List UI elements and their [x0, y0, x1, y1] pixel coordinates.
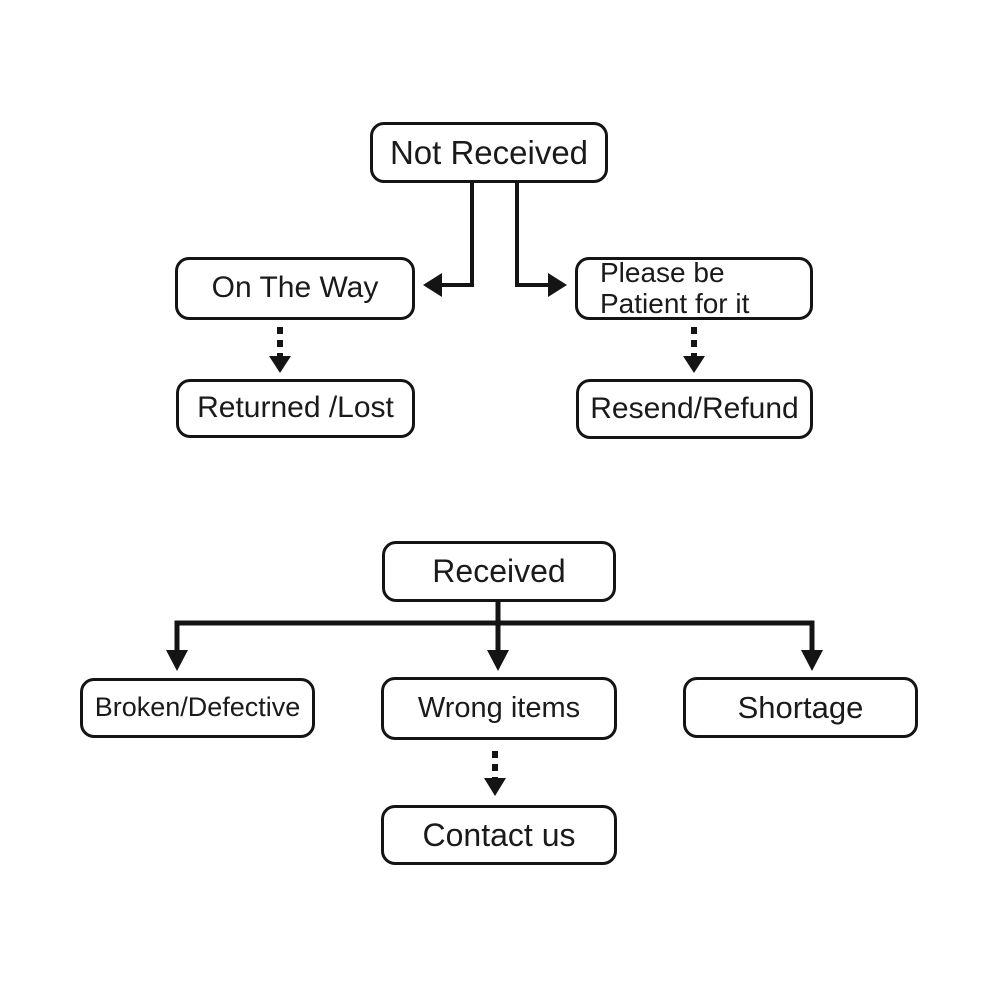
edge-on-the-way-to-returned-lost	[269, 327, 291, 373]
node-on-the-way: On The Way	[175, 257, 415, 320]
node-wrong-items: Wrong items	[381, 677, 617, 740]
edge-not-received-to-please-be-patient	[515, 183, 567, 297]
node-not-received: Not Received	[370, 122, 608, 183]
node-shortage: Shortage	[683, 677, 918, 738]
edge-please-be-patient-to-resend-refund	[683, 327, 705, 373]
node-returned-lost: Returned /Lost	[176, 379, 415, 438]
node-received: Received	[382, 541, 616, 602]
edge-not-received-to-on-the-way	[423, 183, 474, 297]
edge-received-to-wrong-items	[487, 602, 509, 671]
edge-received-to-broken-defective	[166, 620, 498, 671]
node-resend-refund: Resend/Refund	[576, 379, 813, 439]
edge-received-to-shortage	[498, 620, 823, 671]
node-broken-defective: Broken/Defective	[80, 678, 315, 738]
edge-wrong-items-to-contact-us	[484, 751, 506, 796]
node-contact-us: Contact us	[381, 805, 617, 865]
node-please-be-patient: Please be Patient for it	[575, 257, 813, 320]
